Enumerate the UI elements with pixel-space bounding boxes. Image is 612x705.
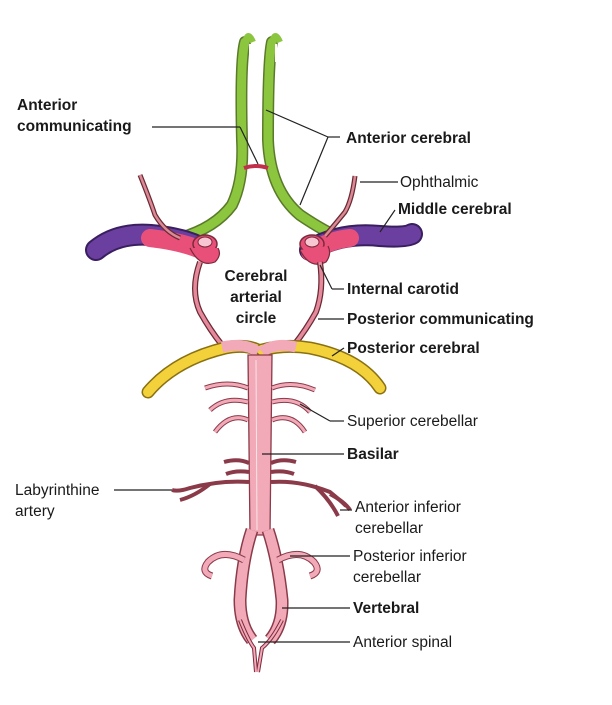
artery-drawing (85, 33, 423, 673)
leader-lines (114, 109, 398, 643)
internal-carotid-label: Internal carotid (347, 281, 459, 298)
ophthalmic-label: Ophthalmic (400, 174, 479, 191)
superior-cerebellar-label: Superior cerebellar (347, 413, 478, 430)
anterior-communicating-label-line1: Anterior (17, 97, 77, 114)
posterior-cerebral-label: Posterior cerebral (347, 340, 480, 357)
posterior-inferior-cerebellar-label-line1: Posterior inferior (353, 548, 467, 565)
ophthalmic-artery (137, 174, 358, 241)
anterior-cerebral-label: Anterior cerebral (346, 130, 471, 147)
internal-carotid-artery (189, 234, 331, 265)
labyrinthine-artery (171, 479, 250, 502)
cerebral-arterial-circle-label-line3: circle (236, 310, 277, 327)
anterior-inferior-cerebellar-artery (270, 479, 352, 517)
middle-cerebral-artery-left (85, 223, 216, 261)
cerebral-arterial-circle-label-line1: Cerebral (225, 268, 288, 285)
labels: Anterior communicating Anterior cerebral… (15, 97, 534, 651)
anterior-communicating-artery (243, 164, 269, 170)
basilar-label: Basilar (347, 446, 399, 463)
superior-cerebellar-artery-fill (204, 382, 316, 433)
posterior-inferior-cerebellar-artery (201, 551, 321, 580)
basilar-artery (247, 354, 273, 536)
labyrinthine-artery-label-line2: artery (15, 503, 55, 520)
vertebral-label: Vertebral (353, 600, 419, 617)
anterior-cerebral-artery (174, 33, 351, 246)
pontine-branches (223, 458, 297, 476)
posterior-inferior-cerebellar-fill (202, 552, 320, 579)
anterior-spinal-label: Anterior spinal (353, 634, 452, 651)
anterior-inferior-cerebellar-label-line2: cerebellar (355, 520, 423, 537)
posterior-cerebral-artery (141, 339, 387, 399)
posterior-communicating-label: Posterior communicating (347, 311, 534, 328)
posterior-communicating-artery (192, 260, 325, 347)
posterior-inferior-cerebellar-label-line2: cerebellar (353, 569, 421, 586)
vertebral-artery (233, 527, 289, 645)
anterior-spinal-artery (238, 619, 284, 673)
labyrinthine-artery-label-line1: Labyrinthine (15, 482, 99, 499)
middle-cerebral-label: Middle cerebral (398, 201, 512, 218)
cerebral-arterial-circle-label-line2: arterial (230, 289, 282, 306)
anterior-inferior-cerebellar-label-line1: Anterior inferior (355, 499, 461, 516)
anterior-communicating-label-line2: communicating (17, 118, 132, 135)
